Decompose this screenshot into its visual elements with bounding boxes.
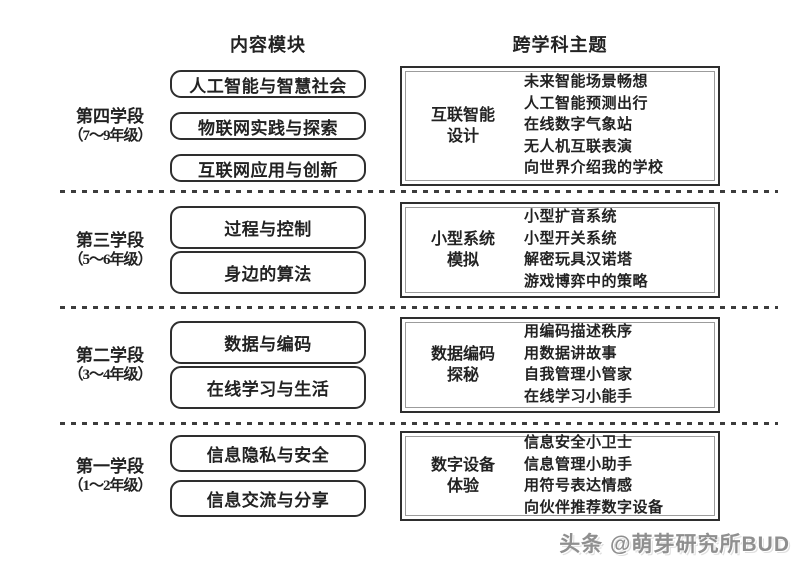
module-box: 在线学习与生活: [170, 366, 366, 409]
stage-label: 第四学段 （7～9年级）: [48, 106, 172, 146]
stage-label: 第一学段 （1～2年级）: [48, 456, 172, 496]
theme-box: 数字设备 体验 信息安全小卫士 信息管理小助手 用符号表达情感 向伙伴推荐数字设…: [400, 431, 720, 521]
stage-name: 第四学段: [76, 107, 144, 126]
module-box: 人工智能与智慧社会: [170, 70, 366, 98]
theme-items: 未来智能场景畅想 人工智能预测出行 在线数字气象站 无人机互联表演 向世界介绍我…: [524, 72, 718, 180]
modules-column: 过程与控制 身边的算法: [170, 206, 366, 294]
stage-section-1: 第一学段 （1～2年级） 信息隐私与安全 信息交流与分享 数字设备 体验 信息安…: [0, 429, 798, 523]
section-divider: [60, 422, 778, 425]
theme-box: 小型系统 模拟 小型扩音系统 小型开关系统 解密玩具汉诺塔 游戏博弈中的策略: [400, 202, 720, 298]
theme-item: 解密玩具汉诺塔: [524, 252, 633, 268]
modules-column: 数据与编码 在线学习与生活: [170, 321, 366, 409]
stage-section-3: 第三学段 （5～6年级） 过程与控制 身边的算法 小型系统 模拟 小型扩音系统 …: [0, 200, 798, 300]
theme-item: 人工智能预测出行: [524, 95, 649, 112]
watermark-toutiao-credit: 头条 @萌芽研究所BUD: [559, 533, 790, 556]
theme-item: 在线数字气象站: [524, 117, 633, 134]
module-box: 身边的算法: [170, 251, 366, 294]
module-box: 过程与控制: [170, 206, 366, 249]
theme-name: 数字设备 体验: [430, 457, 495, 495]
module-box: 物联网实践与探索: [170, 112, 366, 140]
theme-item: 小型开关系统: [524, 230, 618, 247]
theme-name: 数据编码 探秘: [430, 346, 495, 384]
section-divider: [60, 190, 778, 193]
module-box: 信息隐私与安全: [170, 435, 366, 472]
theme-item: 用数据讲故事: [524, 345, 618, 362]
stage-section-4: 第四学段 （7～9年级） 人工智能与智慧社会 物联网实践与探索 互联网应用与创新…: [0, 64, 798, 188]
theme-box: 数据编码 探秘 用编码描述秩序 用数据讲故事 自我管理小管家 在线学习小能手: [400, 317, 720, 413]
stage-section-2: 第二学段 （3～4年级） 数据与编码 在线学习与生活 数据编码 探秘 用编码描述…: [0, 315, 798, 415]
modules-column: 信息隐私与安全 信息交流与分享: [170, 435, 366, 517]
theme-items: 用编码描述秩序 用数据讲故事 自我管理小管家 在线学习小能手: [524, 322, 718, 408]
module-box: 互联网应用与创新: [170, 154, 366, 182]
theme-item: 未来智能场景畅想: [524, 74, 649, 91]
section-divider: [60, 306, 778, 309]
theme-box: 互联智能 设计 未来智能场景畅想 人工智能预测出行 在线数字气象站 无人机互联表…: [400, 66, 720, 186]
theme-item: 信息管理小助手: [524, 456, 633, 473]
module-box: 信息交流与分享: [170, 480, 366, 517]
stage-grades: （1～2年级）: [68, 478, 152, 494]
theme-item: 小型扩音系统: [524, 209, 618, 225]
theme-item: 信息安全小卫士: [524, 435, 633, 451]
stage-grades: （7～9年级）: [68, 128, 152, 144]
theme-item: 向世界介绍我的学校: [524, 160, 664, 177]
theme-item: 游戏博弈中的策略: [524, 273, 649, 290]
stage-name: 第三学段: [76, 231, 144, 250]
theme-item: 向伙伴推荐数字设备: [524, 499, 664, 516]
theme-items: 信息安全小卫士 信息管理小助手 用符号表达情感 向伙伴推荐数字设备: [524, 433, 718, 519]
theme-item: 用编码描述秩序: [524, 324, 633, 340]
theme-name: 互联智能 设计: [430, 107, 495, 145]
stage-name: 第二学段: [76, 346, 144, 365]
theme-name: 小型系统 模拟: [430, 231, 495, 269]
theme-item: 用符号表达情感: [524, 478, 633, 494]
column-header-cross-subject-themes: 跨学科主题: [512, 35, 608, 55]
stage-name: 第一学段: [76, 457, 144, 476]
module-box: 数据与编码: [170, 321, 366, 364]
modules-column: 人工智能与智慧社会 物联网实践与探索 互联网应用与创新: [170, 70, 366, 182]
stage-grades: （3～4年级）: [68, 367, 152, 383]
stage-label: 第三学段 （5～6年级）: [48, 230, 172, 270]
stage-label: 第二学段 （3～4年级）: [48, 345, 172, 385]
column-header-content-modules: 内容模块: [230, 35, 306, 55]
theme-items: 小型扩音系统 小型开关系统 解密玩具汉诺塔 游戏博弈中的策略: [524, 207, 718, 293]
theme-item: 自我管理小管家: [524, 367, 633, 383]
theme-item: 无人机互联表演: [524, 138, 633, 155]
stage-grades: （5～6年级）: [68, 252, 152, 268]
theme-item: 在线学习小能手: [524, 388, 633, 405]
